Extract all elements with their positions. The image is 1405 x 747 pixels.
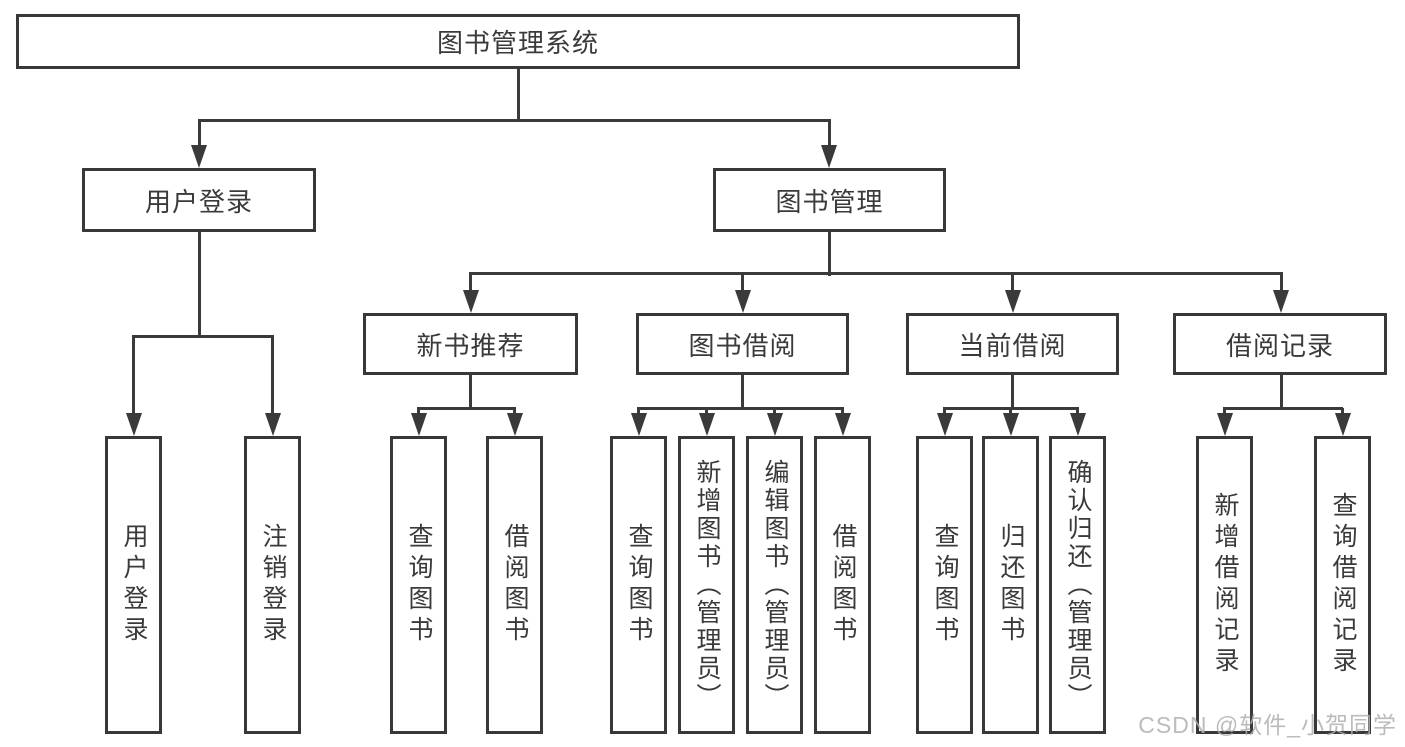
leaf-add-borrow-record: 新增借阅记录 [1196, 436, 1253, 734]
leaf-query-books-current: 查询图书 [916, 436, 973, 734]
arrow-down-icon [125, 413, 142, 436]
leaf-label: 编辑图书（管理员） [761, 459, 789, 711]
leaf-label: 查询图书 [405, 523, 433, 647]
arrow-down-icon [1334, 413, 1351, 436]
node-label: 用户登录 [144, 186, 253, 217]
leaf-label: 新增借阅记录 [1211, 492, 1239, 678]
arrow-down-icon [264, 413, 281, 436]
leaf-query-books-recommend: 查询图书 [390, 436, 447, 734]
node-label: 当前借阅 [958, 330, 1067, 361]
arrow-down-icon [698, 413, 715, 436]
leaf-label: 查询借阅记录 [1329, 492, 1357, 678]
node-current-borrowing: 当前借阅 [906, 313, 1119, 375]
connector-line [741, 375, 744, 410]
connector-line [271, 336, 274, 418]
node-label: 图书借阅 [688, 330, 797, 361]
leaf-label: 借阅图书 [829, 523, 857, 647]
connector-line [1279, 273, 1283, 296]
connector-line [469, 273, 472, 296]
leaf-label: 借阅图书 [501, 523, 529, 647]
leaf-query-borrow-record: 查询借阅记录 [1314, 436, 1371, 734]
arrow-down-icon [821, 145, 837, 168]
leaf-label: 注销登录 [259, 523, 287, 647]
leaf-add-book-admin: 新增图书（管理员） [678, 436, 735, 734]
connector-line [417, 406, 516, 410]
arrow-down-icon [1004, 290, 1021, 313]
connector-line [197, 118, 831, 122]
leaf-label: 确认归还（管理员） [1064, 459, 1092, 711]
connector-line [637, 406, 844, 410]
leaf-borrow-books-borrowing: 借阅图书 [814, 436, 871, 734]
arrow-down-icon [734, 290, 751, 313]
node-new-book-recommendation: 新书推荐 [363, 313, 578, 375]
connector-line [197, 120, 201, 150]
leaf-user-login: 用户登录 [105, 436, 162, 734]
leaf-label: 归还图书 [997, 523, 1025, 647]
connector-line [516, 69, 520, 122]
leaf-logout: 注销登录 [244, 436, 301, 734]
arrow-down-icon [191, 145, 207, 168]
connector-line [1011, 375, 1014, 410]
connector-line [132, 334, 274, 338]
node-borrowing-records: 借阅记录 [1173, 313, 1387, 375]
connector-line [1223, 406, 1343, 410]
leaf-return-books: 归还图书 [982, 436, 1039, 734]
connector-line [469, 271, 1283, 275]
leaf-label: 查询图书 [931, 523, 959, 647]
arrow-down-icon [936, 413, 953, 436]
node-book-management: 图书管理 [713, 168, 946, 232]
arrow-down-icon [462, 290, 479, 313]
arrow-down-icon [766, 413, 783, 436]
connector-line [469, 375, 472, 410]
connector-line [1279, 375, 1283, 410]
node-label: 图书管理系统 [436, 28, 599, 58]
arrow-down-icon [1069, 413, 1086, 436]
node-book-borrowing: 图书借阅 [636, 313, 849, 375]
leaf-borrow-books-recommend: 借阅图书 [486, 436, 543, 734]
leaf-confirm-return-admin: 确认归还（管理员） [1049, 436, 1106, 734]
node-label: 借阅记录 [1225, 330, 1334, 361]
arrow-down-icon [410, 413, 427, 436]
arrow-down-icon [1273, 290, 1289, 313]
leaf-label: 查询图书 [625, 523, 653, 647]
node-label: 新书推荐 [416, 330, 525, 361]
arrow-down-icon [630, 413, 647, 436]
connector-line [132, 336, 135, 418]
connector-line [827, 120, 831, 150]
arrow-down-icon [506, 413, 523, 436]
leaf-label: 新增图书（管理员） [693, 459, 721, 711]
node-library-management-system: 图书管理系统 [16, 14, 1020, 69]
arrow-down-icon [1216, 413, 1233, 436]
connector-line [1011, 273, 1014, 296]
arrow-down-icon [1002, 413, 1019, 436]
connector-line [827, 232, 831, 276]
node-label: 图书管理 [775, 186, 884, 217]
leaf-query-books-borrowing: 查询图书 [610, 436, 667, 734]
connector-line [197, 232, 201, 338]
node-user-login: 用户登录 [82, 168, 316, 232]
arrow-down-icon [834, 413, 851, 436]
connector-line [741, 273, 744, 296]
leaf-label: 用户登录 [120, 523, 148, 647]
leaf-edit-book-admin: 编辑图书（管理员） [746, 436, 803, 734]
